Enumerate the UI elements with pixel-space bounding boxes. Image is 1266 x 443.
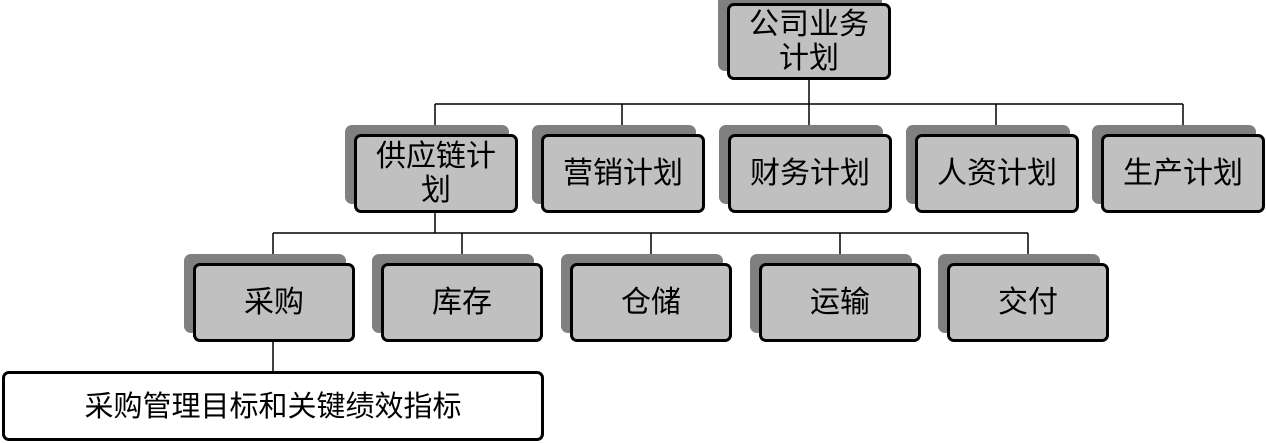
node-purchasing-kpi: 采购管理目标和关键绩效指标: [2, 371, 544, 441]
node-label: 营销计划: [563, 155, 683, 191]
node-warehousing: 仓储: [570, 263, 732, 342]
node-label: 库存: [432, 284, 492, 320]
node-label: 运输: [810, 284, 870, 320]
node-label: 生产计划: [1123, 155, 1243, 191]
node-finance-plan: 财务计划: [728, 134, 892, 213]
node-label: 采购: [244, 284, 304, 320]
node-inventory: 库存: [381, 263, 543, 342]
node-transport: 运输: [759, 263, 921, 342]
node-label: 供应链计划: [376, 138, 496, 208]
node-company-business-plan: 公司业务计划: [727, 3, 891, 80]
node-label: 仓储: [621, 284, 681, 320]
node-label: 财务计划: [750, 155, 870, 191]
node-purchasing: 采购: [193, 263, 355, 342]
node-label: 采购管理目标和关键绩效指标: [84, 389, 462, 423]
node-production-plan: 生产计划: [1101, 134, 1265, 213]
node-hr-plan: 人资计划: [915, 134, 1079, 213]
node-delivery: 交付: [947, 263, 1109, 342]
node-marketing-plan: 营销计划: [541, 134, 705, 213]
node-supply-chain-plan: 供应链计划: [354, 134, 518, 213]
node-label: 公司业务计划: [749, 6, 869, 76]
node-label: 交付: [998, 284, 1058, 320]
node-label: 人资计划: [937, 155, 1057, 191]
